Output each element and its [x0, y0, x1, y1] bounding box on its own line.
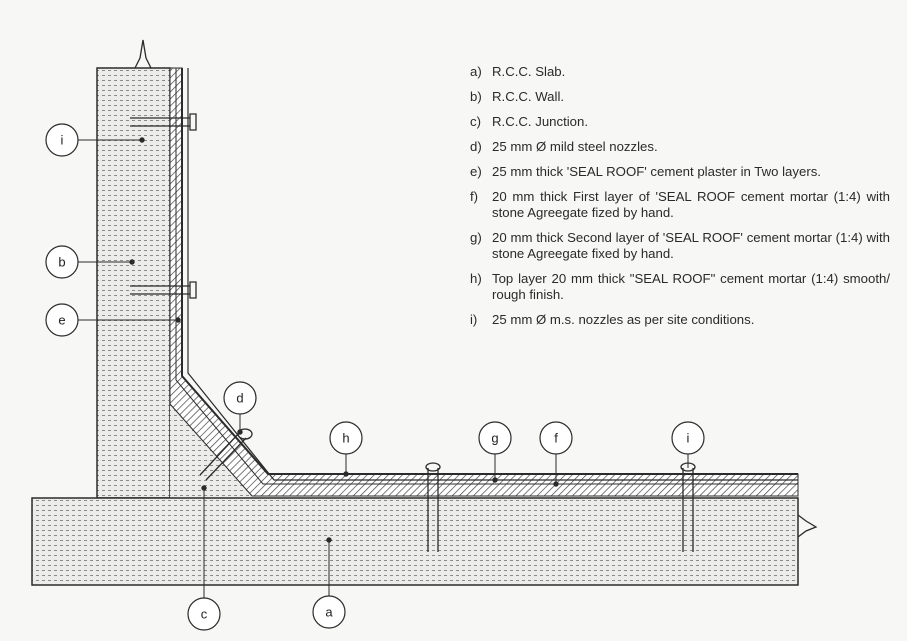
callout-i-top	[45, 123, 79, 157]
legend-key: a)	[470, 64, 482, 79]
legend-text: 20 mm thick First layer of 'SEAL ROOF ce…	[492, 189, 890, 220]
callout-label-g: g	[491, 431, 498, 446]
legend-item-h: h) Top layer 20 mm thick "SEAL ROOF" cem…	[470, 271, 890, 303]
callout-h	[329, 421, 363, 455]
legend-text: 20 mm thick Second layer of 'SEAL ROOF' …	[492, 230, 890, 261]
legend-item-i: i) 25 mm Ø m.s. nozzles as per site cond…	[470, 312, 890, 328]
legend-text: Top layer 20 mm thick "SEAL ROOF" cement…	[492, 271, 890, 302]
callout-label-e: e	[58, 313, 65, 328]
legend-item-a: a) R.C.C. Slab.	[470, 64, 890, 80]
legend-text: R.C.C. Junction.	[492, 114, 589, 129]
rcc-wall	[96, 67, 171, 499]
legend-key: g)	[470, 230, 482, 245]
callout-g	[478, 421, 512, 455]
callout-a	[312, 595, 346, 629]
callout-label-i-right: i	[687, 431, 690, 446]
legend-text: 25 mm Ø m.s. nozzles as per site conditi…	[492, 312, 755, 327]
wall-nozzle-lower	[130, 281, 197, 299]
mortar-second-layer-line	[187, 68, 798, 481]
junction-nozzle	[199, 428, 253, 481]
callout-d	[223, 381, 257, 415]
mortar-first-layer-line	[175, 68, 798, 485]
legend-item-g: g) 20 mm thick Second layer of 'SEAL ROO…	[470, 230, 890, 262]
legend-key: f)	[470, 189, 479, 204]
legend-key: c)	[470, 114, 481, 129]
callout-label-f: f	[554, 431, 558, 446]
legend-text: R.C.C. Slab.	[492, 64, 566, 79]
legend-text: 25 mm thick 'SEAL ROOF' cement plaster i…	[492, 164, 821, 179]
slab-nozzle-left	[425, 462, 441, 552]
callout-c	[187, 597, 221, 631]
legend-item-e: e) 25 mm thick 'SEAL ROOF' cement plaste…	[470, 164, 890, 180]
legend-item-d: d) 25 mm Ø mild steel nozzles.	[470, 139, 890, 155]
callout-label-a: a	[325, 605, 333, 620]
leader-lines	[78, 137, 689, 598]
callout-i-right	[671, 421, 705, 455]
wall-break-symbol	[134, 39, 152, 69]
legend-list: a) R.C.C. Slab. b) R.C.C. Wall. c) R.C.C…	[470, 64, 890, 337]
legend-key: h)	[470, 271, 482, 286]
legend-text: R.C.C. Wall.	[492, 89, 565, 104]
wall-nozzle-upper	[130, 113, 197, 131]
mortar-top-layer-line	[181, 68, 798, 475]
legend-key: d)	[470, 139, 482, 154]
legend-key: i)	[470, 312, 478, 327]
callout-label-h: h	[342, 431, 349, 446]
callout-b	[45, 245, 79, 279]
legend-item-f: f) 20 mm thick First layer of 'SEAL ROOF…	[470, 189, 890, 221]
callout-label-i-top: i	[61, 133, 64, 148]
callout-f	[539, 421, 573, 455]
callout-e	[45, 303, 79, 337]
legend-text: 25 mm Ø mild steel nozzles.	[492, 139, 658, 154]
legend-key: b)	[470, 89, 482, 104]
legend-item-c: c) R.C.C. Junction.	[470, 114, 890, 130]
slab-break-symbol	[797, 514, 818, 538]
callout-label-b: b	[58, 255, 65, 270]
callout-label-c: c	[201, 607, 208, 622]
rcc-slab	[31, 497, 799, 586]
legend-key: e)	[470, 164, 482, 179]
callout-label-d: d	[236, 391, 243, 406]
legend-item-b: b) R.C.C. Wall.	[470, 89, 890, 105]
